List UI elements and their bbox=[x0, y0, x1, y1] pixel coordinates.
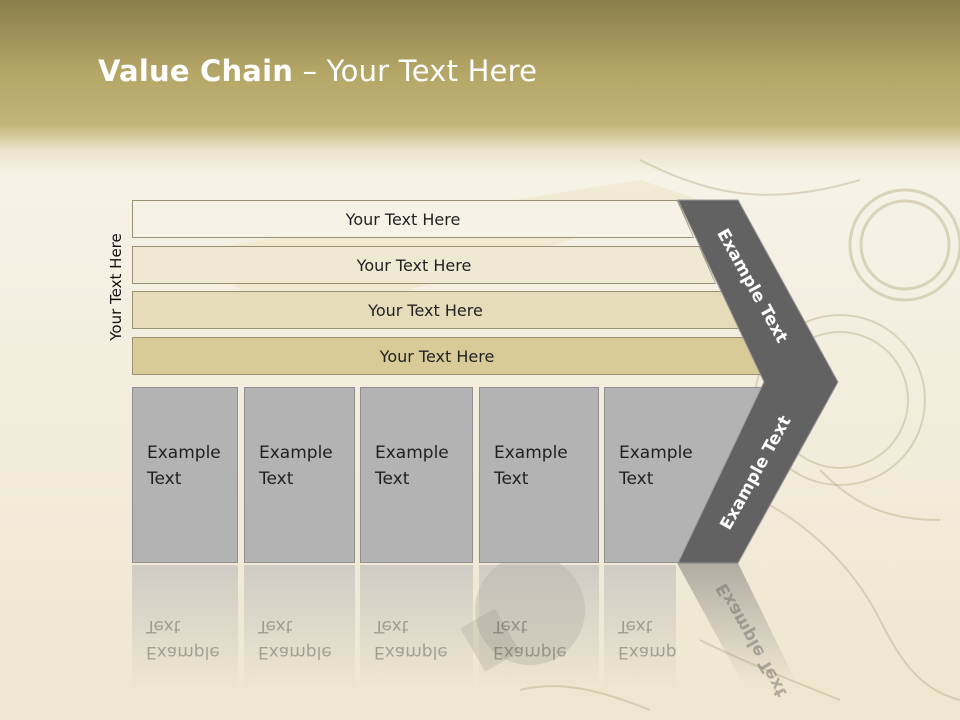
bar-1-fill: Your Text Here bbox=[133, 201, 693, 237]
slide-title: Value Chain – Your Text Here bbox=[98, 54, 537, 88]
bar-4-label: Your Text Here bbox=[379, 346, 495, 366]
chevron-shape bbox=[677, 199, 839, 564]
bar-4-fill: Your Text Here bbox=[133, 338, 761, 374]
column-2-line2: Text bbox=[259, 469, 294, 489]
title-rest: – Your Text Here bbox=[293, 54, 538, 88]
bar-1-label: Your Text Here bbox=[345, 209, 461, 229]
column-3-line1: Example bbox=[375, 443, 449, 463]
bar-1: Your Text Here bbox=[132, 200, 694, 238]
bar-3: Your Text Here bbox=[132, 291, 739, 329]
column-1-line2: Text bbox=[147, 469, 182, 489]
column-5-line2: Text bbox=[619, 469, 654, 489]
column-4-line1: Example bbox=[494, 443, 568, 463]
bar-3-fill: Your Text Here bbox=[133, 292, 738, 328]
column-5-line1: Example bbox=[619, 443, 693, 463]
column-4-line2: Text bbox=[494, 469, 529, 489]
chevron-reflection bbox=[678, 563, 805, 715]
bar-2-fill: Your Text Here bbox=[133, 247, 715, 283]
column-3-line2: Text bbox=[375, 469, 410, 489]
bar-3-label: Your Text Here bbox=[368, 300, 483, 320]
bar-2-label: Your Text Here bbox=[356, 255, 472, 275]
title-bold: Value Chain bbox=[98, 54, 294, 88]
bar-2: Your Text Here bbox=[132, 246, 716, 284]
column-2-line1: Example bbox=[259, 443, 333, 463]
bar-4: Your Text Here bbox=[132, 337, 762, 375]
column-1-line1: Example bbox=[147, 443, 221, 463]
